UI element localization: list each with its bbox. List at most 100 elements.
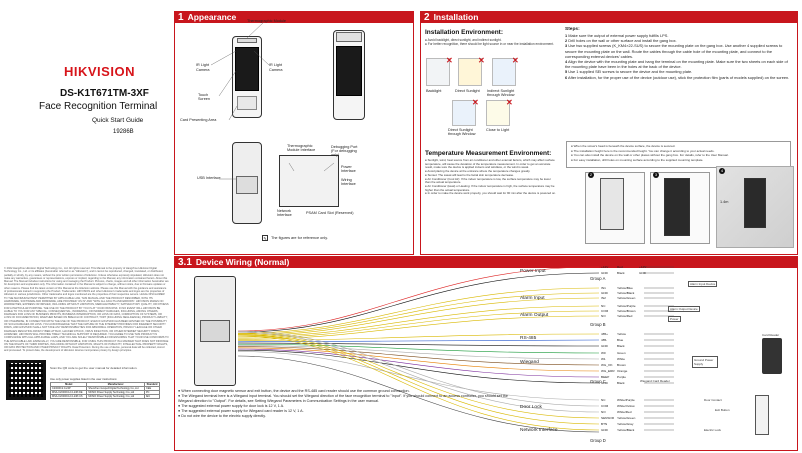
pin-label: GND [601, 381, 609, 385]
list-item: 5 Use 1 supplied SEI screws to secure th… [565, 69, 693, 75]
list-item-text: The installation height here is the reco… [573, 148, 715, 153]
pin-label: NO [601, 410, 606, 414]
pic-label-close-to-light: Close to Light [486, 128, 510, 132]
wire-gnd [237, 292, 600, 335]
label-ir-light-left: IR Light [196, 63, 210, 67]
pin-label: W0 [601, 351, 606, 355]
wire-color-label: Orange [617, 369, 628, 373]
wire-target-label: +12V [639, 265, 647, 269]
wiring-notes: ● When connecting door magnetic sensor a… [178, 389, 508, 419]
wire-color-label: Black [617, 381, 625, 385]
indirect-sunlight-pictogram [492, 58, 516, 86]
pin-label: NO [601, 314, 606, 318]
electric-lock-label: Electric Lock [704, 428, 722, 432]
temp-title: Temperature Measurement Environment: [425, 150, 552, 157]
signal-rs485: RS-485 [520, 336, 537, 341]
install-height-label: 1.4m [720, 200, 729, 204]
pin-label: W1 [601, 357, 606, 361]
appearance-note: The figures are for reference only. [271, 236, 328, 240]
wire-com [237, 330, 600, 407]
wire-color-label: White/Red [617, 410, 632, 414]
wire-485- [237, 339, 600, 343]
backlight-pictogram [426, 58, 450, 86]
pin-label: IN1 [601, 286, 606, 290]
wire-color-label: Red [617, 265, 623, 269]
alarm-output-device-box: Alarm Output Device [668, 306, 700, 312]
steps-title: Steps: [565, 27, 580, 32]
exit-button-label: Exit Button [715, 408, 730, 412]
wire-color-label: Yellow/Black [617, 291, 635, 295]
list-item-text: Avoid backlight, direct sunlight, and in… [427, 38, 502, 42]
wire-target-label: GND [639, 271, 647, 275]
list-item: ● The installation height here is the re… [571, 148, 715, 153]
list-item-text: Sunlight, wind, heat source from air con… [425, 158, 555, 170]
table-cell: IEC [143, 394, 161, 399]
section-number: 2 [424, 12, 430, 23]
pin-label: COM [601, 404, 609, 408]
pin-label: GND [601, 291, 609, 295]
list-item: ● Sunlight, wind, heat source from air c… [425, 158, 555, 170]
list-item: 2 Drill holes on the wall or other surfa… [565, 38, 677, 44]
list-item-text: Avoid placing the device at the entrance… [427, 169, 531, 174]
power-supply-table: Model Manufacturer Standard C2000IC2.0-2… [49, 382, 161, 399]
label-network-interface: Network Interface [277, 209, 292, 217]
list-item: ● When connecting door magnetic sensor a… [178, 389, 410, 393]
table-row: MSA-C2000IC12.0-24P-US MOSO Power Supply… [49, 394, 161, 399]
gang-box-image [600, 178, 624, 230]
group-c-label: Group C [590, 379, 606, 384]
list-item: ● For easy installation, drill holes on … [571, 157, 704, 162]
thermographic-module-image [237, 38, 257, 43]
list-item-text: Drill holes on the wall or other surface… [568, 38, 677, 44]
table-header: Standard [143, 382, 161, 387]
env-bullets: ● Avoid backlight, direct sunlight, and … [425, 38, 555, 46]
list-item: 3 Use two supplied screws (K_KM4×22-SUS)… [565, 43, 783, 59]
list-item: ● Do not wire the device to the electric… [178, 414, 266, 418]
wiegand-card-reader-label: Wiegand Card Reader [640, 379, 670, 383]
section-title: Appearance [187, 12, 237, 22]
model-number: DS-K1T671TM-3XF [60, 88, 149, 99]
list-item-text: Air Conditioner (Cool Air): If the indoo… [425, 176, 551, 185]
brand-logo: HIKVISION [64, 64, 135, 79]
pic-label-direct-sunlight: Direct Sunlight [455, 89, 480, 93]
card-reader-image [762, 338, 782, 374]
signal-network: Network Interface [520, 428, 558, 433]
wire-color-label: Yellow/Red [617, 314, 633, 318]
pin-label: GND [601, 428, 609, 432]
wire-com [237, 310, 600, 339]
wire-color-label: Yellow [617, 332, 627, 336]
signal-wiegand: Wiegand [520, 360, 539, 365]
signal-door-lock: Door Lock [520, 405, 542, 410]
product-subtitle: Face Recognition Terminal [39, 101, 158, 112]
wire-gnd [237, 272, 600, 333]
step-marker-icon: 4 [719, 168, 725, 174]
power-box: Power [668, 316, 681, 322]
label-thermographic-module: Thermographic Module [247, 19, 287, 23]
wire-color-label: White/Purple [617, 398, 635, 402]
list-item: ● Sunset: The sweat will lead to the fac… [425, 172, 514, 177]
wire-in2 [237, 297, 600, 337]
document-code: 19286B [113, 129, 134, 135]
label-usb-interface: USB Interface [197, 176, 221, 180]
pin-label: SENSOR [601, 416, 615, 420]
thermo-head-image [336, 32, 362, 42]
section-number: 3.1 [178, 257, 192, 268]
list-item-text: The Wiegand terminal here is a Wiegand i… [178, 394, 508, 403]
qr-note: Scan the QR code to get the user manual … [50, 366, 138, 370]
list-item: ● Air Conditioner (Cool Air): If the ind… [425, 176, 551, 185]
label-card-area: Card Presenting Area [180, 118, 217, 122]
list-item: ● When the screw's head is beneath the d… [571, 144, 676, 148]
section-title: Device Wiring (Normal) [195, 257, 290, 267]
pin-label: COM [601, 309, 609, 313]
qr-code[interactable] [6, 360, 46, 400]
wire-color-label: Blue [617, 338, 623, 342]
pin-label: GND [601, 344, 609, 348]
quick-start-guide-label: Quick Start Guide [92, 117, 144, 124]
wire-color-label: Yellow/Purple [617, 304, 636, 308]
wire-color-label: Black [617, 271, 625, 275]
group-d-label: Group D [590, 438, 606, 443]
list-item-text: Air Conditioner (Heat) or Heating: If th… [425, 183, 555, 192]
signal-alarm-input: Alarm Input [520, 296, 545, 301]
step-marker-icon: 2 [588, 172, 594, 178]
list-item-text: When connecting door magnetic sensor and… [181, 389, 410, 393]
